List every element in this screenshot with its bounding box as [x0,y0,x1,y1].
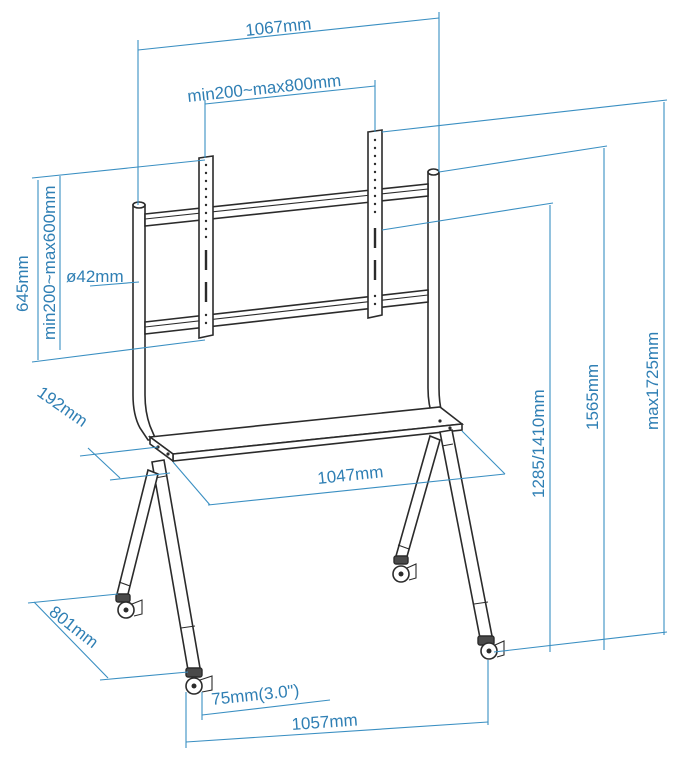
pole-diameter-leader [89,281,140,287]
top-height-label: 1565mm [583,364,602,430]
vesa-height-label: min200~max600mm [40,186,59,341]
caster-front-right [477,635,505,660]
left-bracket-holes [204,163,208,325]
stand-legs [116,429,493,671]
shelf-width-dimension [172,430,506,506]
left-vesa-bracket [198,155,214,339]
max-height-label: max1725mm [643,332,662,430]
base-depth-label: 801mm [46,602,102,652]
rail-height-dimension [31,159,206,363]
base-depth-dimension [27,593,189,681]
shelf-height-label: 1285/1410mm [529,389,548,498]
caster-rear-right [392,555,417,583]
right-vesa-bracket [367,129,383,319]
height-dimensions [381,99,668,653]
right-bracket-holes [373,138,377,306]
shelf-depth-label: 192mm [34,383,91,431]
casters [115,555,505,695]
caster-rear-left [115,593,143,619]
base-width-dimension [185,660,489,748]
shelf-depth-dimension [79,446,171,481]
equipment-shelf [147,406,465,463]
vesa-width-label: min200~max800mm [186,71,342,106]
dimension-lines [27,12,668,748]
rail-height-label: 645mm [13,255,32,312]
tv-stand-illustration [115,129,505,695]
caster-front-left [185,667,213,695]
overall-width-label: 1067mm [244,14,312,40]
base-width-label: 1057mm [291,710,358,734]
overall-width-dimension [137,12,440,205]
vesa-width-dimension [204,80,376,158]
pole-diameter-label: ø42mm [66,267,124,286]
shelf-width-label: 1047mm [316,462,384,488]
mounting-rails [144,183,429,335]
dimension-labels: 1067mm min200~max800mm 645mm min200~max6… [13,14,662,734]
